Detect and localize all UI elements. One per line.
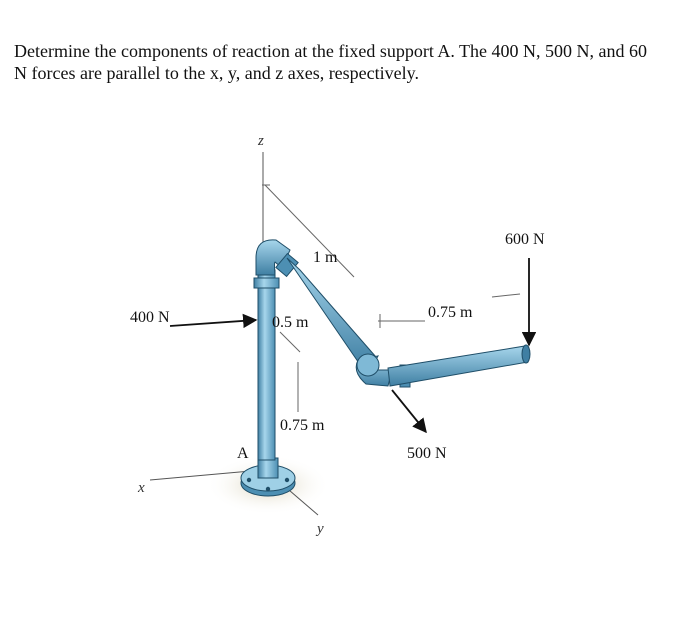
dim-1m-line bbox=[264, 184, 355, 278]
vertical-pipe-coupling bbox=[253, 277, 280, 289]
top-elbow-flange bbox=[275, 252, 299, 278]
x-axis-label: x bbox=[137, 480, 145, 496]
z-axis-label: z bbox=[257, 133, 264, 149]
dim-05-label: 0.5 m bbox=[272, 314, 309, 331]
force-400-label: 400 N bbox=[130, 309, 170, 326]
support-label-a: A bbox=[237, 445, 249, 462]
problem-line-2: N forces are parallel to the x, y, and z… bbox=[14, 63, 419, 83]
horizontal-pipe bbox=[387, 345, 529, 387]
x-axis-line bbox=[149, 469, 263, 481]
dim-1m-label: 1 m bbox=[313, 249, 338, 266]
y-axis-label: y bbox=[315, 521, 324, 537]
force-600-label: 600 N bbox=[505, 231, 545, 248]
dim-05-line bbox=[279, 331, 301, 353]
dim-075-h-line-right bbox=[491, 293, 521, 298]
force-500-label: 500 N bbox=[407, 445, 447, 462]
force-500-arrow bbox=[391, 389, 427, 434]
problem-statement: Determine the components of reaction at … bbox=[14, 40, 700, 84]
lower-elbow-joint bbox=[356, 353, 380, 377]
fixed-support-base bbox=[240, 457, 296, 497]
vertical-pipe bbox=[257, 269, 276, 461]
problem-line-1: Determine the components of reaction at … bbox=[14, 41, 648, 61]
force-400-arrow bbox=[169, 313, 258, 329]
dim-075-vertical-label: 0.75 m bbox=[280, 417, 325, 434]
pipe-end-cap bbox=[521, 344, 531, 364]
dim-075-horizontal-label: 0.75 m bbox=[428, 304, 473, 321]
